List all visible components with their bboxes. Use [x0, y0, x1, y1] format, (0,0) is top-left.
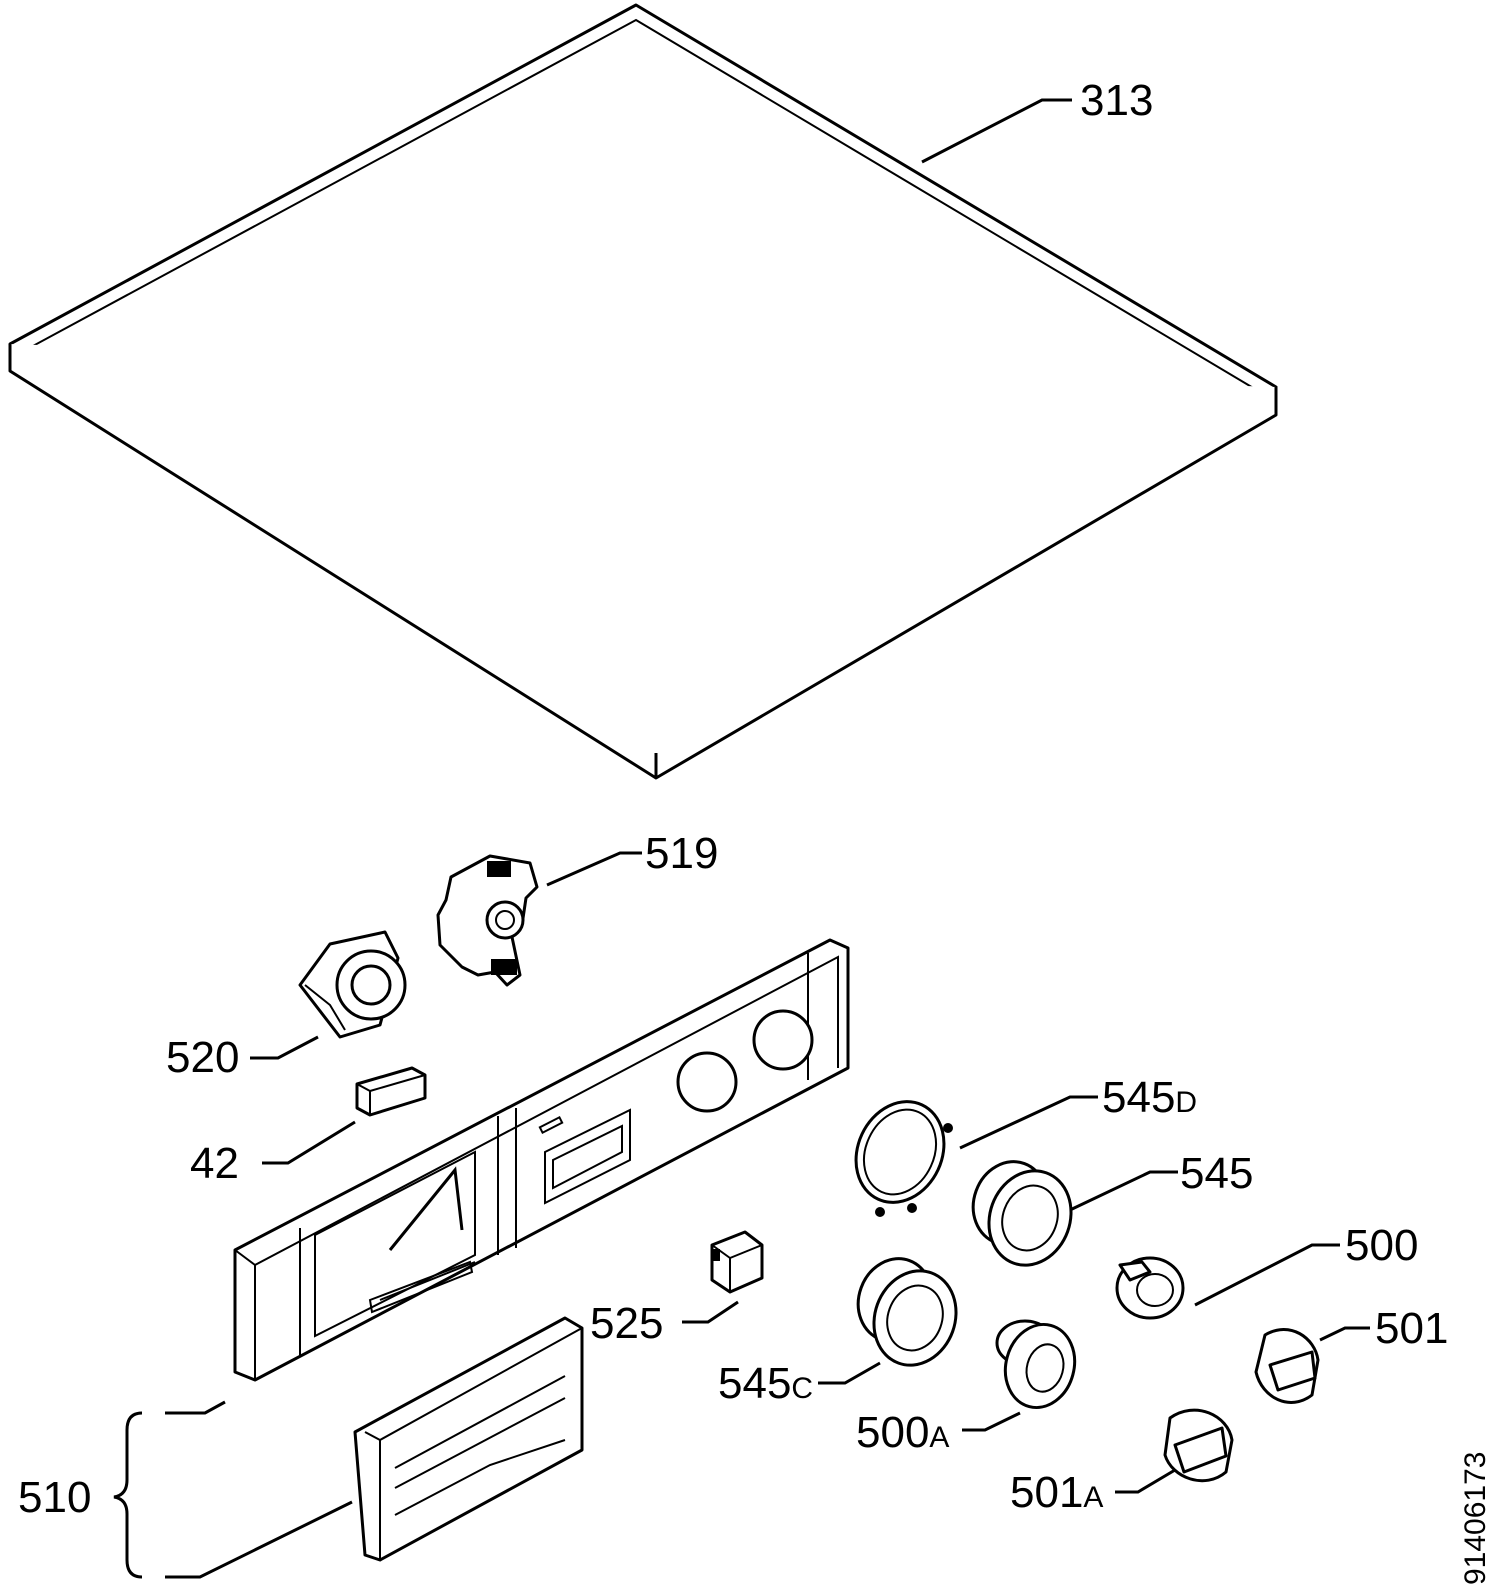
leader-501a: [1115, 1468, 1176, 1494]
leader-313: [921, 98, 1072, 164]
leader-545d: [959, 1095, 1098, 1150]
label-510: 510: [18, 1473, 91, 1522]
leader-520: [250, 1035, 319, 1060]
part-519-bracket: [436, 854, 539, 987]
part-501-knob-cap: [1254, 1328, 1320, 1404]
leader-lines: [113, 98, 1370, 1579]
part-545c-knob: [856, 1257, 958, 1367]
label-519: 519: [645, 829, 718, 878]
label-501a-suffix: A: [1083, 1481, 1103, 1514]
leader-510-top: [165, 1400, 226, 1415]
label-545: 545: [1180, 1149, 1253, 1198]
label-545d: 545D: [1102, 1073, 1197, 1122]
label-500: 500: [1345, 1221, 1418, 1270]
leader-545c: [818, 1361, 881, 1385]
leader-42: [262, 1120, 356, 1165]
label-525: 525: [590, 1299, 663, 1348]
brace-510: [113, 1411, 143, 1579]
label-545d-suffix: D: [1175, 1086, 1197, 1119]
leader-510-bottom: [165, 1500, 353, 1579]
label-501a-number: 501: [1010, 1468, 1083, 1517]
part-500a-knob-insert: [995, 1319, 1077, 1410]
part-313-top-cover: [8, 3, 1278, 780]
part-control-panel: [233, 938, 850, 1382]
leader-519: [546, 851, 642, 887]
part-501a-knob-cap: [1163, 1408, 1234, 1483]
label-500a-number: 500: [856, 1408, 929, 1457]
label-313: 313: [1080, 76, 1153, 125]
part-525-switch: [710, 1230, 764, 1294]
label-500a-suffix: A: [929, 1421, 949, 1454]
leader-501: [1319, 1326, 1370, 1342]
label-545c-suffix: C: [791, 1372, 813, 1405]
label-520: 520: [166, 1033, 239, 1082]
label-500a: 500A: [856, 1408, 949, 1457]
leader-525: [682, 1300, 739, 1324]
part-510-drawer: [353, 1316, 584, 1562]
label-545c: 545C: [718, 1359, 813, 1408]
part-520-selector: [298, 930, 407, 1039]
part-42-button: [355, 1066, 427, 1117]
label-501a: 501A: [1010, 1468, 1103, 1517]
label-42: 42: [190, 1139, 239, 1188]
label-545c-number: 545: [718, 1359, 791, 1408]
part-545-knob: [971, 1160, 1073, 1267]
leader-500: [1194, 1243, 1340, 1307]
part-500-knob-insert: [1115, 1256, 1185, 1320]
part-545d-ring: [854, 1100, 953, 1217]
label-501: 501: [1375, 1304, 1448, 1353]
leader-500a: [962, 1411, 1021, 1432]
drawing-number: 91406173: [1459, 1452, 1492, 1585]
callout-labels: 313 519 520 42 545D 545 500 501 525 545C…: [18, 76, 1448, 1522]
leader-545: [1069, 1170, 1178, 1212]
label-545d-number: 545: [1102, 1073, 1175, 1122]
